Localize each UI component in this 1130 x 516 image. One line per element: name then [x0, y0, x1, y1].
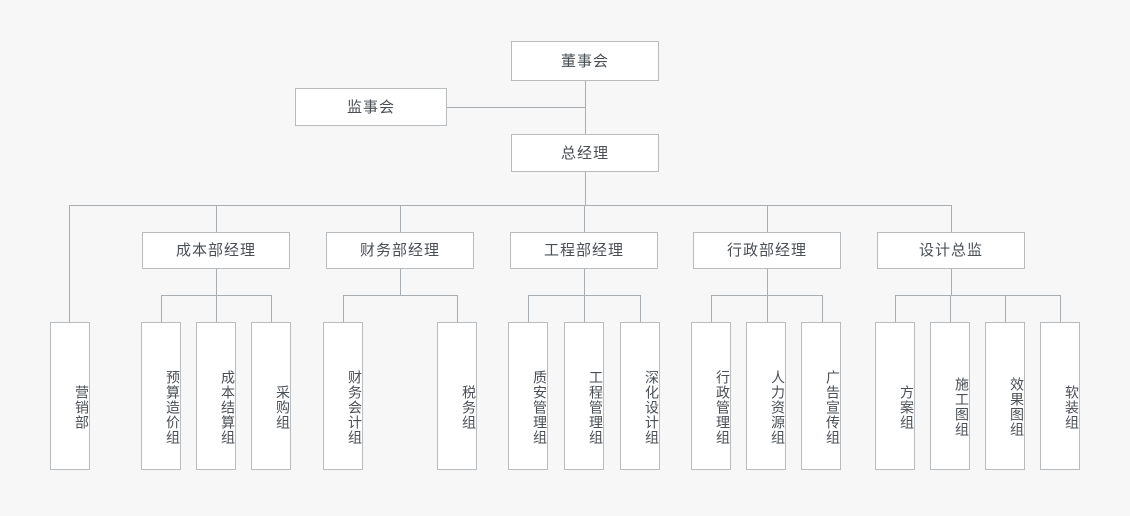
connector-supervisory-to-spine [447, 107, 585, 108]
connector-dept-5-child-4 [1060, 295, 1061, 323]
node-label: 质安管理组 [531, 369, 547, 445]
connector-bus-to-dept-3 [584, 205, 585, 232]
node-label: 成本部经理 [175, 241, 256, 259]
node-board-of-directors[interactable]: 董事会 [511, 41, 659, 81]
node-supervisory-board[interactable]: 监事会 [295, 88, 447, 126]
node-label: 财务会计组 [346, 369, 362, 445]
connector-bus-to-dept-5 [951, 205, 952, 232]
node-label: 财务部经理 [359, 241, 440, 259]
connector-dept-1-child-3 [271, 295, 272, 323]
connector-dept-5-bus [895, 295, 1061, 296]
connector-dept-5-child-2 [950, 295, 951, 323]
connector-dept-2-child-1 [343, 295, 344, 323]
connector-dept-1-stem [216, 269, 217, 296]
node-department-design-director[interactable]: 设计总监 [877, 232, 1025, 269]
node-team-cost-settlement[interactable]: 成本结算组 [196, 322, 236, 470]
connector-dept-4-bus [711, 295, 822, 296]
node-label: 营销部 [73, 384, 89, 430]
connector-gm-to-bus [585, 172, 586, 205]
connector-bus-to-dept-2 [400, 205, 401, 232]
connector-dept-1-child-1 [161, 295, 162, 323]
node-team-human-resources[interactable]: 人力资源组 [746, 322, 786, 470]
node-team-soft-furnishing[interactable]: 软装组 [1040, 322, 1080, 470]
node-label: 软装组 [1063, 384, 1079, 430]
node-label: 行政部经理 [726, 241, 807, 259]
node-label: 行政管理组 [714, 369, 730, 445]
node-label: 效果图组 [1008, 377, 1024, 437]
node-department-administration-manager[interactable]: 行政部经理 [693, 232, 841, 269]
node-team-taxation[interactable]: 税务组 [437, 322, 477, 470]
node-label: 税务组 [460, 384, 476, 430]
node-label: 董事会 [560, 51, 609, 70]
node-team-construction-drawing[interactable]: 施工图组 [930, 322, 970, 470]
node-department-engineering-manager[interactable]: 工程部经理 [510, 232, 658, 269]
connector-board-to-gm [585, 81, 586, 134]
node-team-administrative-management[interactable]: 行政管理组 [691, 322, 731, 470]
node-team-engineering-management[interactable]: 工程管理组 [564, 322, 604, 470]
node-team-quality-safety-management[interactable]: 质安管理组 [508, 322, 548, 470]
node-label: 监事会 [346, 97, 395, 116]
node-label: 施工图组 [953, 377, 969, 437]
node-label: 深化设计组 [643, 369, 659, 445]
node-label: 成本结算组 [219, 369, 235, 445]
node-team-advertising-promotion[interactable]: 广告宣传组 [801, 322, 841, 470]
connector-dept-4-stem [767, 269, 768, 296]
node-general-manager[interactable]: 总经理 [511, 134, 659, 172]
connector-dept-5-child-1 [895, 295, 896, 323]
connector-dept-5-child-3 [1005, 295, 1006, 323]
connector-bus-to-marketing [69, 205, 70, 322]
connector-dept-3-child-1 [528, 295, 529, 323]
node-label: 方案组 [898, 384, 914, 430]
connector-dept-2-stem [400, 269, 401, 296]
node-marketing-division[interactable]: 营销部 [50, 322, 90, 470]
node-department-finance-manager[interactable]: 财务部经理 [326, 232, 474, 269]
connector-dept-4-child-1 [711, 295, 712, 323]
node-department-cost-manager[interactable]: 成本部经理 [142, 232, 290, 269]
connector-dept-4-child-2 [767, 295, 768, 323]
connector-bus-to-dept-4 [767, 205, 768, 232]
node-label: 广告宣传组 [824, 369, 840, 445]
connector-dept-1-child-2 [216, 295, 217, 323]
node-label: 工程管理组 [587, 369, 603, 445]
connector-dept-2-child-2 [457, 295, 458, 323]
node-team-detailed-design[interactable]: 深化设计组 [620, 322, 660, 470]
connector-bus-to-dept-1 [216, 205, 217, 232]
connector-dept-3-child-3 [640, 295, 641, 323]
node-team-budget-costing[interactable]: 预算造价组 [141, 322, 181, 470]
node-label: 人力资源组 [769, 369, 785, 445]
node-team-scheme-design[interactable]: 方案组 [875, 322, 915, 470]
node-label: 设计总监 [918, 241, 983, 259]
connector-main-bus [69, 205, 952, 206]
connector-dept-4-child-3 [822, 295, 823, 323]
connector-dept-5-stem [951, 269, 952, 296]
connector-dept-2-bus [343, 295, 458, 296]
node-label: 工程部经理 [543, 241, 624, 259]
node-label: 采购组 [274, 384, 290, 430]
node-label: 总经理 [560, 143, 609, 162]
node-team-procurement[interactable]: 采购组 [251, 322, 291, 470]
node-team-financial-accounting[interactable]: 财务会计组 [323, 322, 363, 470]
connector-dept-3-child-2 [584, 295, 585, 323]
node-label: 预算造价组 [164, 369, 180, 445]
node-team-rendering[interactable]: 效果图组 [985, 322, 1025, 470]
connector-dept-3-stem [584, 269, 585, 296]
